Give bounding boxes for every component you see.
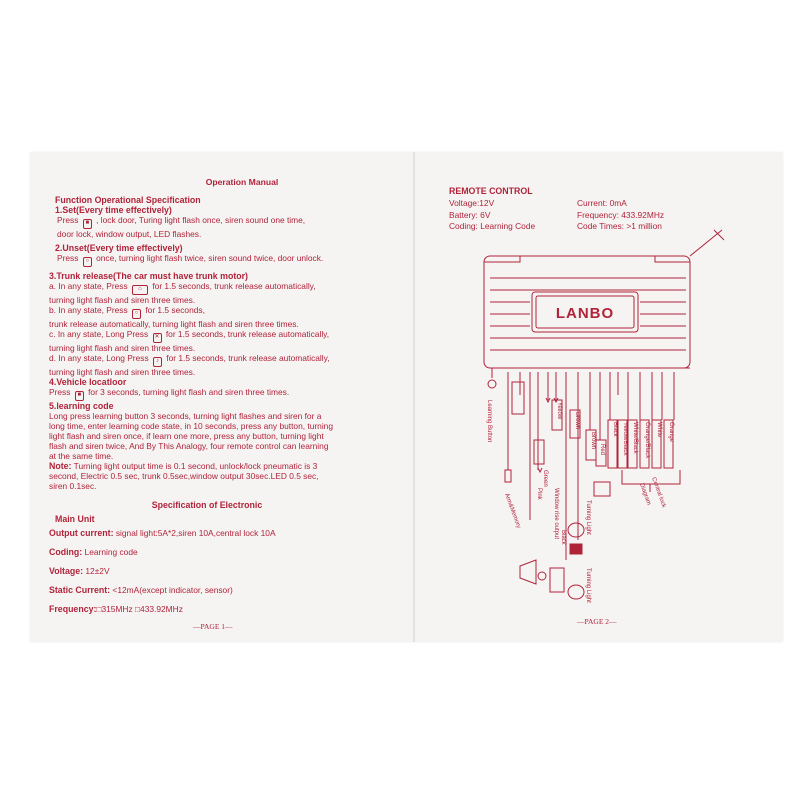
note-line-2: second, Electric 0.5 sec, trunk 0.5sec,w… [49, 471, 319, 481]
set-press-rest: , lock door, Turing light flash once, si… [96, 215, 306, 225]
note-line-1: Note: Turning light output time is 0.1 s… [49, 461, 397, 471]
trunk-d-text: d. In any state, Long Press [49, 353, 149, 363]
rc-battery: Battery: 6V [449, 209, 491, 220]
trunk-c-1: c. In any state, Long Press ✕ for 1.5 se… [49, 329, 397, 343]
learn-line: light flash and siren once, if learn one… [49, 431, 324, 441]
trunk-c-2: turning light flash and siren three time… [49, 343, 196, 353]
trunk-d-rest: for 1.5 seconds, trunk release automatic… [166, 353, 330, 363]
manual-sheet [30, 152, 783, 642]
coding-row: Coding: Learning code [49, 547, 397, 557]
page-2: REMOTE CONTROL Voltage:12V Current: 0mA … [449, 186, 769, 231]
locate-heading: 4.Vehicle locatloor [49, 377, 127, 387]
car-icon: ⌂ [132, 285, 148, 295]
learn-line: long time, enter learning code state, in… [49, 421, 333, 431]
trunk-a-text: a. In any state, Press [49, 281, 128, 291]
unset-line-1: Press ○ once, turning light flash twice,… [57, 253, 397, 267]
locate-text: Press [49, 387, 71, 397]
coding-value: Learning code [82, 547, 138, 557]
rc-current: Current: 0mA [577, 198, 627, 208]
remote-control-title: REMOTE CONTROL [449, 186, 533, 196]
page-2-footer: —PAGE 2— [577, 617, 617, 626]
rc-coding: Coding: Learning Code [449, 221, 536, 231]
trunk-b-text: b. In any state, Press [49, 305, 128, 315]
static-current-row: Static Current: <12mA(except indicator, … [49, 585, 397, 595]
set-line-1: Press ■ , lock door, Turing light flash … [57, 215, 397, 229]
lock-icon: ■ [82, 219, 92, 229]
learn-line: at the same time. [49, 451, 114, 461]
page-1-footer: —PAGE 1— [193, 622, 233, 631]
frequency-value: □315MHz □433.92MHz [96, 604, 183, 614]
note-text: Turning light output time is 0.1 second,… [71, 461, 318, 471]
bell-icon: ♪ [152, 357, 162, 367]
locate-line: Press ■ for 3 seconds, turning light fla… [49, 387, 397, 401]
function-heading: Function Operational Specification [55, 195, 201, 205]
spec-heading: Specification of Electronic [151, 500, 263, 510]
trunk-b-2: trunk release automatically, turning lig… [49, 319, 299, 329]
trunk-c-text: c. In any state, Long Press [49, 329, 149, 339]
voltage-value: 12±2V [83, 566, 110, 576]
manual-title: Operation Manual [205, 177, 279, 187]
learn-paragraph: Long press learning button 3 seconds, tu… [49, 411, 397, 461]
learn-heading: 5.learning code [49, 401, 114, 411]
rc-frequency: Frequency: 433.92MHz [577, 209, 665, 220]
set-heading: 1.Set(Every time effectively) [55, 205, 172, 215]
speaker-icon: ✕ [152, 333, 162, 343]
voltage-row: Voltage: 12±2V [49, 566, 397, 576]
main-unit-heading: Main Unit [55, 514, 95, 524]
page-fold [413, 152, 415, 642]
rc-voltage: Voltage:12V [449, 198, 495, 208]
set-press-text: Press [57, 215, 79, 225]
trunk-d-2: turning light flash and siren three time… [49, 367, 196, 377]
output-value: signal light:5A*2,siren 10A,central lock… [113, 528, 276, 538]
locate-rest: for 3 seconds, turning light flash and s… [88, 387, 290, 397]
unlock-icon-b: ○ [132, 309, 141, 319]
trunk-d-1: d. In any state, Long Press ♪ for 1.5 se… [49, 353, 397, 367]
voltage-label: Voltage: [49, 566, 84, 576]
output-label: Output current: [49, 528, 114, 538]
trunk-a-1: a. In any state, Press ⌂ for 1.5 seconds… [49, 281, 397, 295]
frequency-row: Frequency:□315MHz □433.92MHz [49, 604, 397, 614]
note-label: Note: [49, 461, 72, 471]
rc-code-times: Code Times: >1 million [577, 221, 662, 231]
coding-label: Coding: [49, 547, 83, 557]
output-current: Output current: signal light:5A*2,siren … [49, 528, 397, 538]
trunk-b-rest: for 1.5 seconds, [145, 305, 205, 315]
remote-specs: Voltage:12V Current: 0mA Battery: 6V Fre… [449, 198, 769, 231]
frequency-label: Frequency: [49, 604, 97, 614]
trunk-heading: 3.Trunk release(The car must have trunk … [49, 271, 248, 281]
learn-line: Long press learning button 3 seconds, tu… [49, 411, 322, 421]
static-label: Static Current: [49, 585, 111, 595]
set-line-2: door lock, window output, LED flashes. [57, 229, 202, 239]
page-1: Operation Manual Function Operational Sp… [47, 177, 397, 614]
learn-line: flash and siren twice, And By This Analo… [49, 441, 329, 451]
note-line-3: siren 0.1sec. [49, 481, 97, 491]
unset-press-rest: once, turning light flash twice, siren s… [96, 253, 324, 263]
trunk-b-1: b. In any state, Press ○ for 1.5 seconds… [49, 305, 397, 319]
unset-press-text: Press [57, 253, 79, 263]
trunk-c-rest: for 1.5 seconds, trunk release automatic… [165, 329, 330, 339]
static-value: <12mA(except indicator, sensor) [110, 585, 233, 595]
unlock-icon: ○ [82, 257, 92, 267]
trunk-a-rest: for 1.5 seconds, trunk release automatic… [152, 281, 316, 291]
lock-icon-2: ■ [74, 391, 84, 401]
unset-heading: 2.Unset(Every time effectively) [55, 243, 183, 253]
trunk-a-2: turning light flash and siren three time… [49, 295, 196, 305]
